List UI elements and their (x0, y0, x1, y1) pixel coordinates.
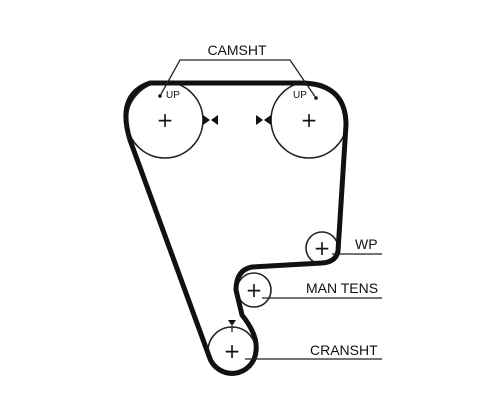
camshaft-left-center-mark: + (157, 108, 174, 132)
up-label-left: UP (166, 90, 180, 101)
timing-mark-arrow-right-a (256, 115, 263, 125)
crankshaft-timing-mark (228, 320, 236, 326)
timing-belt (123, 80, 349, 376)
timing-mark-arrow-left-a (203, 115, 210, 125)
crankshaft-center-mark: + (224, 339, 241, 363)
tensioner-label: MAN TENS (306, 280, 378, 296)
water-pump-center-mark: + (314, 236, 331, 260)
tensioner-center-mark: + (246, 278, 263, 302)
timing-mark-arrow-left-b (211, 115, 218, 125)
timing-mark-arrow-right-b (264, 115, 271, 125)
camshaft-right-center-mark: + (301, 108, 318, 132)
camshaft-leader (159, 59, 317, 99)
water-pump-label: WP (355, 236, 378, 252)
up-label-right: UP (293, 90, 307, 101)
crankshaft-label: CRANSHT (310, 342, 378, 358)
camshaft-label: CAMSHT (207, 42, 267, 58)
